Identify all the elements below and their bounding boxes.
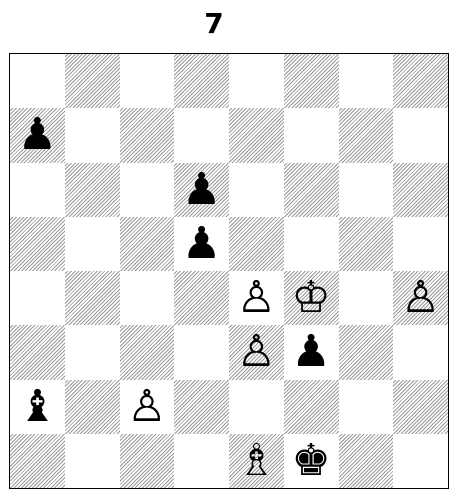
square-h8[interactable]: [393, 54, 448, 108]
black-pawn-icon[interactable]: ♟: [291, 330, 330, 374]
square-f1[interactable]: ♚: [284, 434, 339, 488]
square-a3[interactable]: [10, 325, 65, 379]
square-g4[interactable]: [339, 271, 394, 325]
square-b8[interactable]: [65, 54, 120, 108]
square-c3[interactable]: [120, 325, 175, 379]
square-g6[interactable]: [339, 163, 394, 217]
square-e2[interactable]: [229, 380, 284, 434]
square-a8[interactable]: [10, 54, 65, 108]
square-d3[interactable]: [174, 325, 229, 379]
square-g5[interactable]: [339, 217, 394, 271]
square-a5[interactable]: [10, 217, 65, 271]
square-d8[interactable]: [174, 54, 229, 108]
square-h1[interactable]: [393, 434, 448, 488]
white-pawn-icon[interactable]: ♙: [127, 385, 166, 429]
black-pawn-icon[interactable]: ♟: [18, 113, 57, 157]
square-c6[interactable]: [120, 163, 175, 217]
square-c4[interactable]: [120, 271, 175, 325]
black-king-icon[interactable]: ♚: [291, 439, 330, 483]
square-f8[interactable]: [284, 54, 339, 108]
square-e7[interactable]: [229, 108, 284, 162]
chess-board: ♟ ♟ ♟ ♙ ♔ ♙ ♙ ♟ ♝ ♙ ♗ ♚: [9, 53, 449, 489]
square-e8[interactable]: [229, 54, 284, 108]
square-e5[interactable]: [229, 217, 284, 271]
square-h2[interactable]: [393, 380, 448, 434]
square-d5[interactable]: ♟: [174, 217, 229, 271]
square-h3[interactable]: [393, 325, 448, 379]
square-g3[interactable]: [339, 325, 394, 379]
square-c7[interactable]: [120, 108, 175, 162]
square-c5[interactable]: [120, 217, 175, 271]
square-b2[interactable]: [65, 380, 120, 434]
square-d2[interactable]: [174, 380, 229, 434]
white-bishop-icon[interactable]: ♗: [237, 439, 276, 483]
square-c1[interactable]: [120, 434, 175, 488]
square-b5[interactable]: [65, 217, 120, 271]
white-pawn-icon[interactable]: ♙: [401, 276, 440, 320]
black-pawn-icon[interactable]: ♟: [182, 168, 221, 212]
square-a1[interactable]: [10, 434, 65, 488]
puzzle-number: 7: [0, 6, 428, 42]
square-h4[interactable]: ♙: [393, 271, 448, 325]
square-d6[interactable]: ♟: [174, 163, 229, 217]
square-h7[interactable]: [393, 108, 448, 162]
square-d1[interactable]: [174, 434, 229, 488]
square-b1[interactable]: [65, 434, 120, 488]
square-f7[interactable]: [284, 108, 339, 162]
square-d7[interactable]: [174, 108, 229, 162]
square-g7[interactable]: [339, 108, 394, 162]
square-b3[interactable]: [65, 325, 120, 379]
square-g2[interactable]: [339, 380, 394, 434]
square-d4[interactable]: [174, 271, 229, 325]
square-e1[interactable]: ♗: [229, 434, 284, 488]
square-f5[interactable]: [284, 217, 339, 271]
white-king-icon[interactable]: ♔: [291, 276, 330, 320]
square-a7[interactable]: ♟: [10, 108, 65, 162]
square-f4[interactable]: ♔: [284, 271, 339, 325]
square-f3[interactable]: ♟: [284, 325, 339, 379]
board-grid: ♟ ♟ ♟ ♙ ♔ ♙ ♙ ♟ ♝ ♙ ♗ ♚: [10, 54, 448, 488]
square-b7[interactable]: [65, 108, 120, 162]
square-g1[interactable]: [339, 434, 394, 488]
square-a6[interactable]: [10, 163, 65, 217]
white-pawn-icon[interactable]: ♙: [237, 276, 276, 320]
square-f6[interactable]: [284, 163, 339, 217]
square-c2[interactable]: ♙: [120, 380, 175, 434]
square-a2[interactable]: ♝: [10, 380, 65, 434]
square-h6[interactable]: [393, 163, 448, 217]
square-f2[interactable]: [284, 380, 339, 434]
square-e3[interactable]: ♙: [229, 325, 284, 379]
white-pawn-icon[interactable]: ♙: [237, 330, 276, 374]
square-b6[interactable]: [65, 163, 120, 217]
square-e4[interactable]: ♙: [229, 271, 284, 325]
black-pawn-icon[interactable]: ♟: [182, 222, 221, 266]
square-a4[interactable]: [10, 271, 65, 325]
square-h5[interactable]: [393, 217, 448, 271]
square-e6[interactable]: [229, 163, 284, 217]
square-g8[interactable]: [339, 54, 394, 108]
square-c8[interactable]: [120, 54, 175, 108]
square-b4[interactable]: [65, 271, 120, 325]
black-bishop-icon[interactable]: ♝: [18, 385, 57, 429]
